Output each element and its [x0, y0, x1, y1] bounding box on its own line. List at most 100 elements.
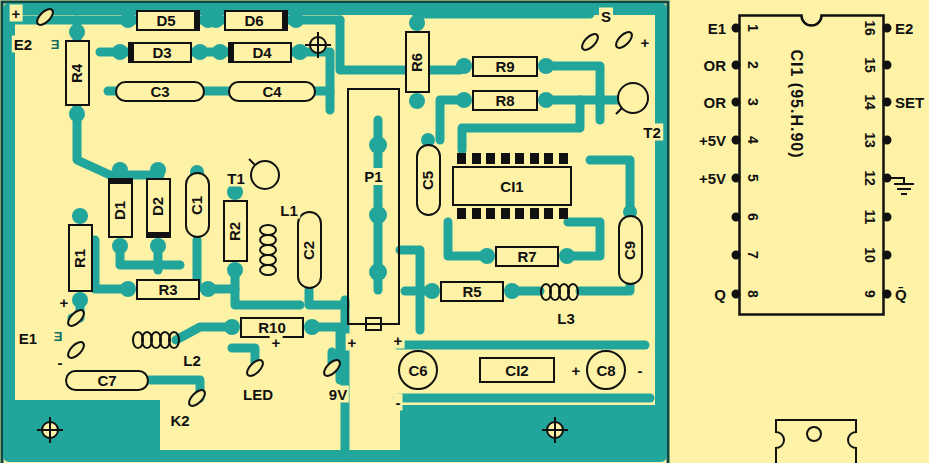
polarity-mark: +	[346, 334, 359, 351]
capacitor-body: C4	[228, 81, 316, 102]
ic-body: CI2	[479, 357, 555, 383]
pin-name: SET	[895, 95, 924, 110]
polarity-mark: +	[570, 362, 583, 379]
connector-mark: Ǝ	[52, 329, 65, 344]
pin-number: 13	[863, 132, 877, 148]
electrolytic-capacitor: C6	[398, 350, 438, 390]
board-edge	[2, 2, 668, 463]
resistor-box: R1	[68, 224, 93, 292]
polarity-mark: +	[10, 5, 23, 22]
pin-name: Q	[714, 287, 726, 302]
pin-number: 1	[746, 24, 760, 32]
diode-box: D3	[128, 42, 192, 63]
part-label: L2	[181, 352, 203, 369]
part-label: C9	[623, 240, 638, 259]
pin-number: 2	[746, 61, 760, 69]
electrolytic-capacitor: C8	[586, 350, 626, 390]
part-label: L1	[278, 202, 300, 219]
pin-number: 9	[863, 290, 877, 298]
diode-box: D2	[146, 178, 171, 238]
pin-number: 4	[746, 136, 760, 144]
pin-number: 15	[863, 57, 877, 73]
resistor-box: R8	[472, 90, 538, 111]
capacitor-body: C9	[618, 215, 643, 285]
resistor-box: R6	[405, 31, 430, 93]
connector-label: K2	[168, 412, 191, 429]
polarity-mark: +	[270, 334, 283, 351]
pin-number: 8	[746, 290, 760, 298]
pin-number: 5	[746, 174, 760, 182]
polarity-mark: -	[394, 394, 403, 411]
part-label: C5	[421, 170, 436, 189]
pin-name: E2	[895, 21, 913, 36]
pin-name: OR	[704, 58, 727, 73]
potentiometer-body: P1	[347, 88, 400, 325]
pin-number: 6	[746, 213, 760, 221]
connector-label: 9V	[327, 386, 349, 403]
capacitor-body: C3	[115, 81, 205, 102]
part-label: D2	[151, 196, 166, 215]
part-label: D3	[152, 45, 171, 60]
polarity-mark: +	[58, 294, 71, 311]
part-label: R2	[228, 221, 243, 240]
copper-traces	[9, 9, 661, 456]
part-label: C7	[97, 373, 116, 388]
polarity-mark: +	[639, 34, 652, 51]
pin-name: OR	[704, 95, 727, 110]
pin-number: 16	[863, 20, 877, 36]
pin-name: Q̄	[895, 287, 907, 302]
part-label: D4	[252, 45, 271, 60]
pinout-pins	[733, 25, 891, 298]
resistor-box: R3	[136, 279, 200, 300]
part-label: P1	[362, 168, 384, 185]
part-label: R8	[495, 93, 514, 108]
part-label: CI1	[500, 179, 523, 194]
coil-symbol	[133, 225, 578, 348]
pin-number: 11	[863, 210, 877, 225]
capacitor-body: C1	[185, 172, 210, 238]
mounting-hole	[37, 32, 568, 443]
pin-name: E1	[708, 21, 726, 36]
ground-plane	[9, 400, 160, 456]
part-label: R9	[495, 59, 514, 74]
part-label: C6	[408, 363, 427, 378]
diode-box: D4	[228, 42, 292, 63]
part-label: R7	[517, 249, 536, 264]
resistor-box: R5	[440, 281, 504, 302]
resistor-box: R9	[472, 56, 538, 77]
capacitor-body: C7	[65, 370, 149, 391]
pin-name: +5V	[699, 133, 726, 148]
part-label: C2	[302, 240, 317, 259]
part-label: D6	[244, 13, 263, 28]
part-label: R3	[158, 282, 177, 297]
connector-label: LED	[241, 386, 275, 403]
part-label: D5	[156, 13, 175, 28]
pin-name: +5V	[699, 171, 726, 186]
part-label: C8	[596, 363, 615, 378]
part-label: R10	[258, 320, 286, 335]
part-label: L3	[555, 310, 577, 327]
polarity-mark: +	[392, 332, 405, 349]
part-label: R5	[462, 284, 481, 299]
part-label: R6	[410, 52, 425, 71]
resistor-box: R4	[65, 40, 90, 106]
connector-label: E2	[12, 36, 34, 53]
solder-pads	[69, 12, 637, 335]
diode-box: D6	[224, 10, 288, 31]
part-label: T2	[641, 124, 663, 141]
ic-body: CI1	[452, 166, 572, 206]
part-label: C3	[150, 84, 169, 99]
polarity-mark: -	[636, 362, 645, 379]
diode-box: D1	[108, 178, 133, 238]
ground-plane	[400, 405, 655, 456]
part-label: R4	[70, 63, 85, 82]
part-label: CI2	[505, 363, 528, 378]
wire-pads	[34, 6, 634, 408]
polarity-mark: -	[56, 354, 65, 371]
part-label: CI1 (95.H.90)	[788, 49, 804, 158]
capacitor-body: C5	[416, 144, 441, 216]
package-outline	[776, 420, 856, 463]
part-label: T1	[225, 170, 247, 187]
